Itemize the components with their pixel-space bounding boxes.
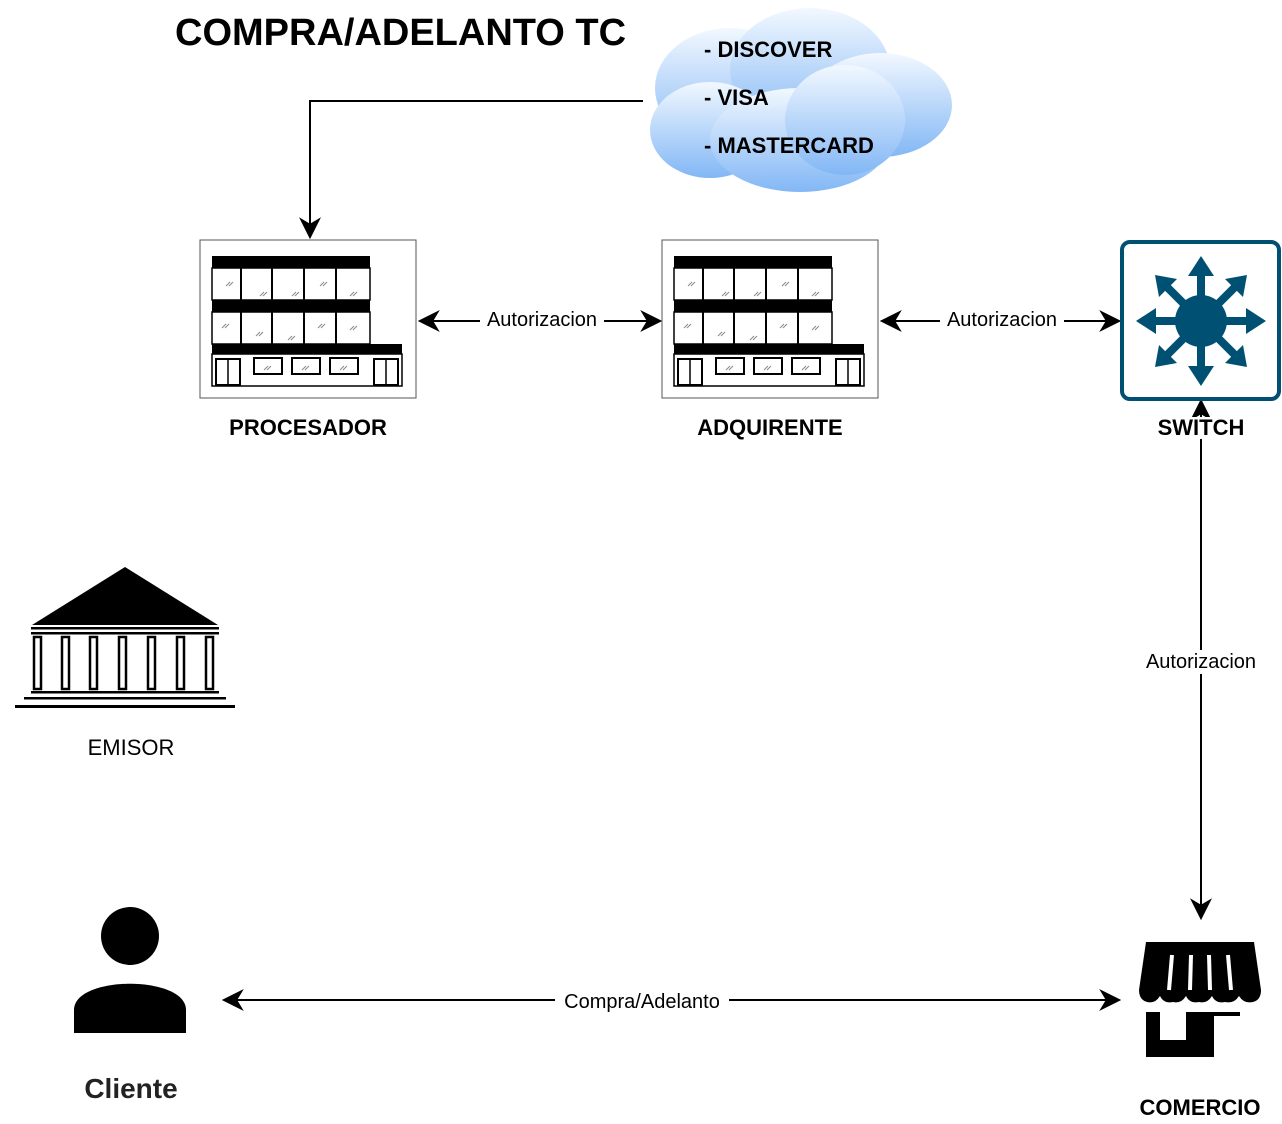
cloud-icon <box>650 8 952 192</box>
edge-label-procesador-adquirente: Autorizacion <box>480 310 604 330</box>
cloud-item-visa: - VISA <box>704 85 769 110</box>
adquirente-building-icon <box>661 239 879 399</box>
cliente-label: Cliente <box>84 1073 178 1104</box>
cloud-item-mastercard: - MASTERCARD <box>704 133 874 158</box>
page-title: COMPRA/ADELANTO TC <box>175 12 627 54</box>
comercio-label: COMERCIO <box>1139 1095 1261 1120</box>
switch-icon <box>1120 240 1281 401</box>
procesador-label: PROCESADOR <box>229 415 387 440</box>
bank-icon <box>15 567 235 708</box>
edge-label-switch-comercio: Autorizacion <box>1139 650 1263 674</box>
cloud-item-discover: - DISCOVER <box>704 37 833 62</box>
switch-label: SWITCH <box>1111 417 1282 439</box>
person-icon <box>74 907 186 1033</box>
cloud-to-procesador-connector <box>299 100 643 240</box>
procesador-building-icon <box>199 239 417 399</box>
store-icon <box>1139 942 1261 1057</box>
adquirente-label: ADQUIRENTE <box>697 415 843 440</box>
edge-label-adquirente-switch: Autorizacion <box>940 310 1064 330</box>
emisor-label: EMISOR <box>87 735 175 760</box>
edge-label-cliente-comercio: Compra/Adelanto <box>555 992 729 1012</box>
